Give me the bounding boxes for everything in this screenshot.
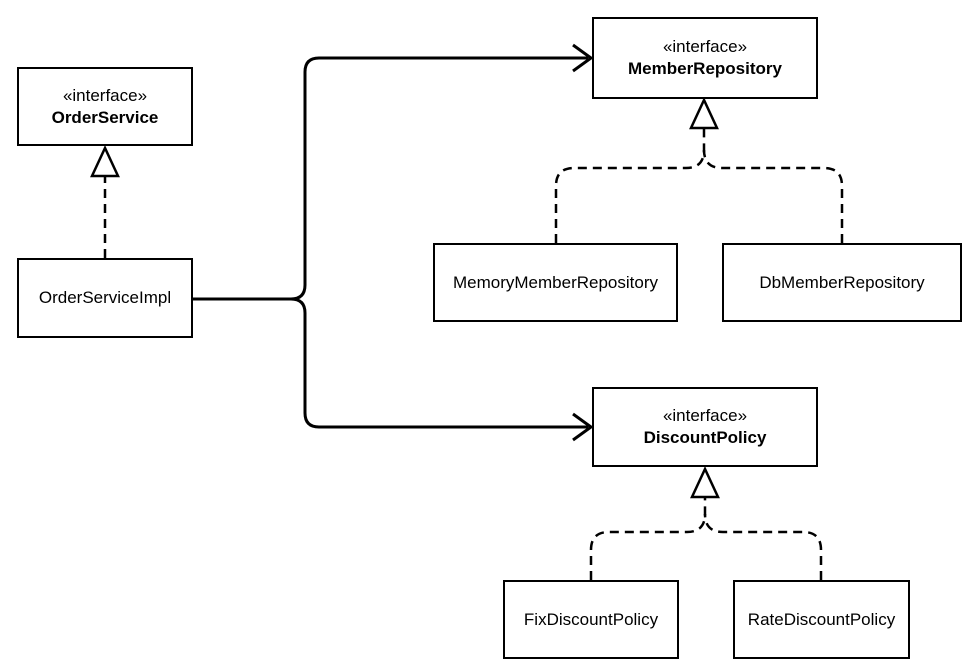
edge-orderserviceimpl-discountpolicy — [193, 297, 588, 429]
class-box-memory-member-repository: MemoryMemberRepository — [433, 243, 678, 322]
class-name: FixDiscountPolicy — [523, 609, 659, 629]
class-name: MemberRepository — [628, 59, 782, 78]
stereotype-label: «interface» — [662, 37, 748, 56]
class-box-rate-discount-policy: RateDiscountPolicy — [733, 580, 910, 659]
class-box-order-service-impl: OrderServiceImpl — [17, 258, 193, 338]
realization-triangle-memberrepository — [689, 97, 719, 130]
stereotype-label: «interface» — [62, 85, 148, 105]
class-box-fix-discount-policy: FixDiscountPolicy — [503, 580, 679, 659]
stereotype-label: «interface» — [662, 406, 748, 425]
class-name: DiscountPolicy — [643, 428, 767, 447]
edge-fixdiscountpolicy-discountpolicy — [589, 498, 707, 580]
class-box-order-service: «interface» OrderService — [17, 67, 193, 146]
realization-triangle-orderservice — [90, 145, 120, 178]
class-name: DbMemberRepository — [759, 272, 925, 292]
open-arrow-memberrepository — [572, 43, 594, 73]
class-box-member-repository: «interface» MemberRepository — [592, 17, 818, 99]
class-name: OrderService — [51, 107, 159, 127]
edge-ratediscountpolicy-discountpolicy — [703, 513, 823, 580]
edge-dbmemberrepository-memberrepository — [702, 149, 844, 243]
class-name: OrderServiceImpl — [38, 288, 172, 307]
class-box-db-member-repository: DbMemberRepository — [722, 243, 962, 322]
edge-memorymemberrepository-memberrepository — [554, 129, 706, 243]
realization-triangle-discountpolicy — [690, 466, 720, 499]
class-name: MemoryMemberRepository — [453, 272, 658, 292]
open-arrow-discountpolicy — [572, 412, 594, 442]
class-box-discount-policy: «interface» DiscountPolicy — [592, 387, 818, 467]
class-name: RateDiscountPolicy — [747, 609, 896, 629]
